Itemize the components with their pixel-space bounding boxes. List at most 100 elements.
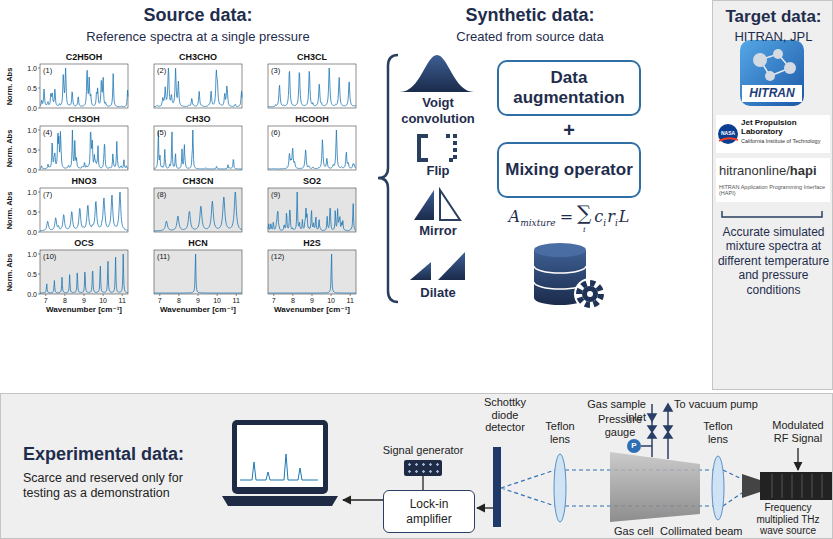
plot-frame [154,250,242,294]
tick-mark [38,170,40,171]
tick-label: 11 [114,296,130,305]
gas-cell [610,452,700,522]
tick-mark [38,150,40,151]
section-subtitle: Reference spectra at a single pressure [48,29,348,45]
part-label: Teflon lens [695,420,741,445]
part-label: Frequency multiplied THz wave source [744,502,832,537]
tick-mark [38,212,40,213]
tick-label: 8 [171,296,187,305]
plot-frame [40,126,128,170]
tick-label: 9 [304,296,320,305]
plot-title: CH3CHO [154,52,242,63]
plot-title: OCS [40,238,128,249]
laptop [222,420,338,506]
tick-label: 7 [152,296,168,305]
part-label: Gas cell [614,525,654,538]
node-heading: Signal generator [379,444,467,457]
tick-mark [38,88,40,89]
plot-frame [268,250,356,294]
tick-mark [38,192,40,193]
tick-mark [312,294,313,296]
node-heading: Experimental data: [23,444,184,466]
callout-number: (1) [43,66,52,75]
tick-label: 0.0 [22,166,37,175]
part-label: Modulated RF Signal [764,419,832,444]
node-text: Scarce and reserved only for testing as … [23,471,223,501]
tick-label: 0.5 [22,84,37,93]
tick-label: 10 [95,296,111,305]
curly-brace [378,55,398,302]
logo-text: California Institute of Technology [741,138,829,144]
spectra-plots [38,64,356,296]
tick-mark [178,294,179,296]
tick-mark [64,294,65,296]
spectrum-line [40,68,128,107]
process-box: Data augmentation [497,60,641,116]
formula-symbol: c [594,207,603,226]
tick-mark [38,68,40,69]
tick-label: 9 [76,296,92,305]
plot-title: CH3O [154,114,242,125]
section-title: Source data: [98,5,298,27]
spectrum-line [154,130,242,169]
tick-label: 0.0 [22,228,37,237]
tick-mark [198,294,199,296]
callout-number: (4) [43,128,52,137]
tick-mark [217,294,218,296]
axis-title: Wavenumber [cm⁻¹] [262,305,362,315]
tick-label: 0.5 [22,146,37,155]
formula-symbol: r [607,207,615,226]
plot-title: HNO3 [40,176,128,187]
logo-text: hitranonline/ [719,163,790,179]
tick-mark [38,108,40,109]
logo-text: NASA [719,131,737,136]
tick-label: 8 [57,296,73,305]
formula-subscript: i [583,225,586,235]
experimental-panel: Experimental data: Scarce and reserved on… [0,393,833,539]
tick-label: 9 [190,296,206,305]
tick-label: 7 [38,296,54,305]
callout-number: (11) [157,252,170,261]
tick-label: 7 [266,296,282,305]
formula-subscript: i [603,218,606,229]
voigt-icon [400,55,474,92]
node-text: Accurate simulated mixture spectra at di… [715,225,832,297]
plot-frame [268,126,356,170]
part-label: Teflon lens [537,420,583,445]
teflon-lens [712,456,724,520]
section-subtitle: Created from source data [430,29,630,45]
rf-arrow [797,448,798,470]
thz-source [742,472,833,500]
plot-frame [268,188,356,232]
axis-title: Norm. Abs [6,253,15,291]
database-icon [534,243,606,310]
axis-title: Norm. Abs [6,191,15,229]
tick-mark [38,130,40,131]
plot-frame [40,64,128,108]
plot-frame [154,188,242,232]
tick-label: 0.5 [22,270,37,279]
tick-mark [38,294,40,295]
tick-label: 8 [285,296,301,305]
tick-mark [38,232,40,233]
callout-number: (12) [271,252,284,261]
tick-label: 0.0 [22,290,37,299]
tick-label: 1.0 [22,250,37,259]
tick-label: 1.0 [22,64,37,73]
plot-title: HCOOH [268,114,356,125]
spectrum-line [268,130,356,169]
tick-mark [45,294,46,296]
tick-mark [38,274,40,275]
callout-number: (7) [43,190,52,199]
process-box: Mixing operator [497,142,641,198]
tick-label: 11 [228,296,244,305]
axis-title: Norm. Abs [6,129,15,167]
spectrum-line [154,192,242,231]
node-heading: Target data: [713,7,833,27]
connector [422,476,423,490]
hitran-logo [740,40,804,106]
tick-label: 1.0 [22,126,37,135]
callout-number: (3) [271,66,280,75]
tick-mark [236,294,237,296]
